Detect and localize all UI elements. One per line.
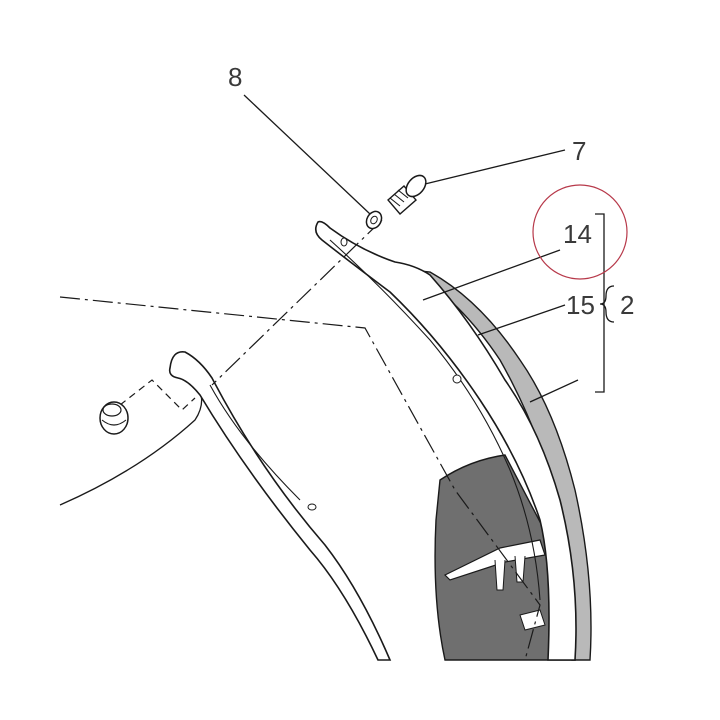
leader-line-2-lower xyxy=(529,379,579,403)
fairing-shell-crease xyxy=(209,384,301,501)
alignment-line-horizontal xyxy=(59,296,541,661)
panel-inner-14 xyxy=(314,220,577,661)
label-2: 2 xyxy=(620,290,634,320)
washer-icon xyxy=(365,210,383,230)
leader-line-8 xyxy=(243,94,371,215)
fairing-shell-left xyxy=(59,389,203,506)
inner-bracket xyxy=(443,539,546,631)
label-7: 7 xyxy=(572,136,586,166)
panel-mount-slot xyxy=(340,237,348,247)
alignment-line-screw xyxy=(211,219,383,386)
highlight-circle xyxy=(532,184,628,280)
leader-line-7 xyxy=(424,149,566,185)
panel-inner-hole xyxy=(452,374,462,384)
fairing-shell-hole xyxy=(307,503,317,511)
panel-inner-edge xyxy=(329,239,541,601)
grommet-path xyxy=(119,379,196,411)
screw-icon xyxy=(387,174,427,215)
label-15: 15 xyxy=(566,290,595,320)
grommet-icon xyxy=(99,401,129,435)
fairing-shell-upper-edge xyxy=(168,351,392,661)
label-14: 14 xyxy=(563,219,592,249)
leader-line-14 xyxy=(422,249,561,301)
leader-line-15 xyxy=(477,304,566,336)
label-8: 8 xyxy=(228,62,242,92)
assembly-brace xyxy=(599,285,615,323)
